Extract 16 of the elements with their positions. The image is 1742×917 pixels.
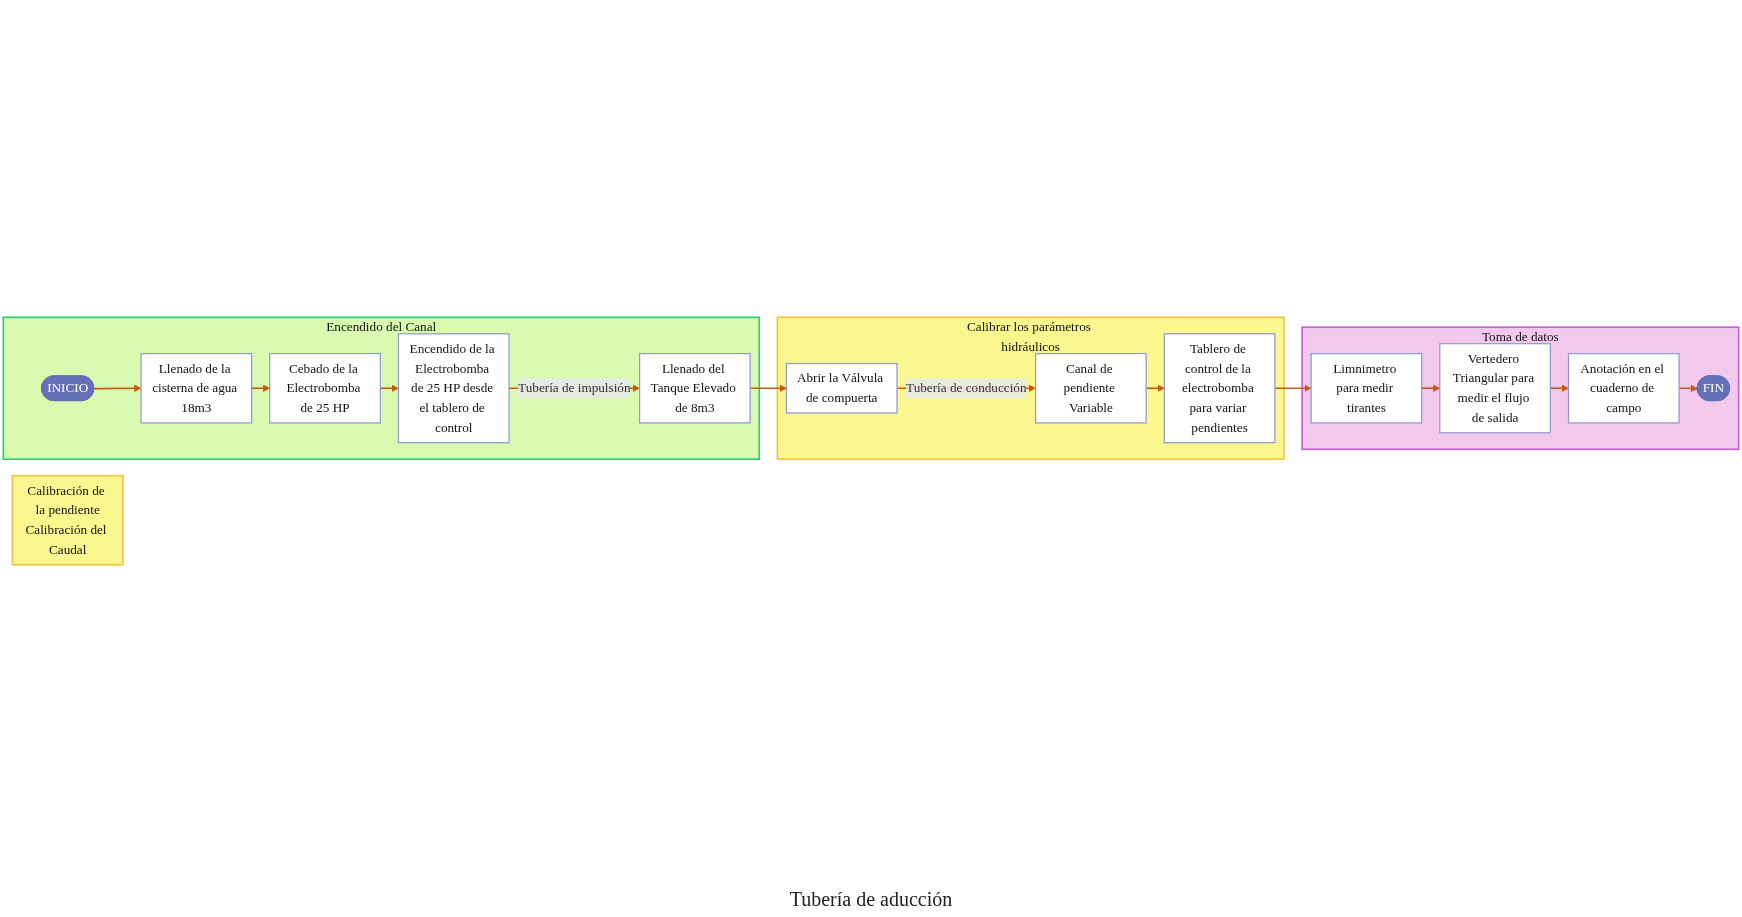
edge-label: Tubería de conducción <box>906 380 1027 395</box>
node-box: Llenado del Tanque Elevado de 8m3 <box>639 352 751 424</box>
node-box: Llenado de la cisterna de agua 18m3 <box>140 352 253 424</box>
node-box: Calibración de la pendiente Calibración del Caudal <box>11 474 124 566</box>
node-box: Vertedero Triangular para medir el flujo de salida <box>1439 343 1551 434</box>
note-text: Tubería de aducción <box>789 888 953 910</box>
node-box: Tablero de control de la electrobomba para variar pendientes <box>1163 333 1276 444</box>
node-box: Encendido de la Electrobomba de 25 HP desde el tablero de control <box>397 333 510 444</box>
node-box: Limnimetro para medir tirantes <box>1310 352 1423 424</box>
edge-label: Tubería de impulsión <box>518 380 631 395</box>
node-box: Canal de pendiente Variable <box>1035 352 1147 424</box>
node-box: Cebado de la Electrobomba de 25 HP <box>269 352 381 424</box>
node-box: Anotación en el cuaderno de campo <box>1567 352 1680 424</box>
arrow <box>93 384 142 392</box>
node-box: Abrir la Válvula de compuerta <box>785 362 898 414</box>
arrow <box>1274 384 1312 392</box>
